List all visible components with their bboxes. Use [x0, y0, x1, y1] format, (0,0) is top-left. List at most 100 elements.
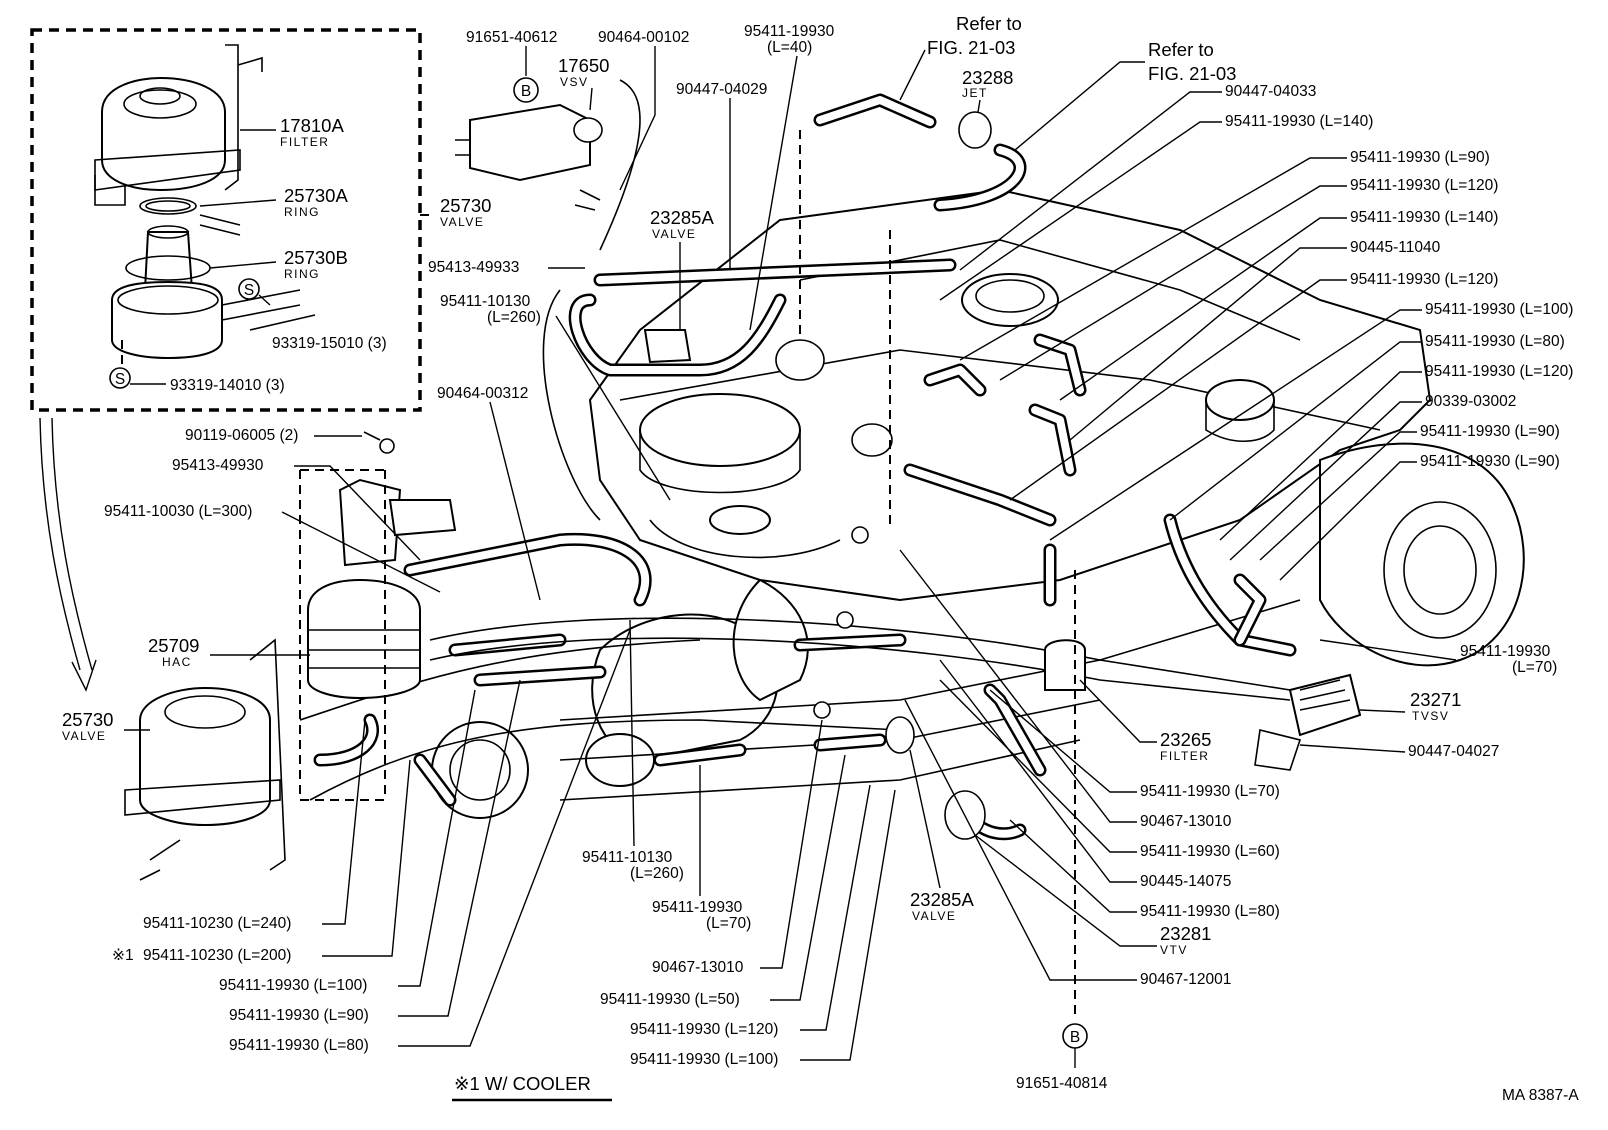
- label-hose70-right-len: (L=70): [1512, 659, 1557, 676]
- label-r3: 95411-19930 (L=120): [1350, 177, 1498, 194]
- label-rl3: 90445-14075: [1140, 873, 1231, 890]
- jet-23288: [958, 111, 992, 149]
- label-r1: 95411-19930 (L=140): [1225, 113, 1373, 130]
- label-90464-00102: 90464-00102: [598, 29, 689, 46]
- label-rl2: 95411-19930 (L=60): [1140, 843, 1280, 860]
- label-23285a-lower: 23285A: [910, 889, 974, 910]
- label-tvsv: TVSV: [1412, 709, 1449, 723]
- label-valve-lower: VALVE: [62, 729, 106, 743]
- label-l40: (L=40): [767, 39, 812, 56]
- b-marker-top: B: [521, 83, 531, 100]
- label-95411-19930-l40: 95411-19930: [744, 23, 835, 40]
- bottom-labels: 95411-10230 (L=240) ※1 95411-10230 (L=20…: [112, 619, 1579, 1104]
- label-95411-10130-b-len: (L=260): [630, 865, 684, 882]
- label-r4: 95411-19930 (L=140): [1350, 209, 1498, 226]
- valve-23285a-upper: [643, 329, 893, 457]
- label-25730b: 25730B: [284, 247, 348, 268]
- b-marker-bottom: B: [1070, 1029, 1080, 1046]
- label-95411-19930-l70: 95411-19930: [652, 899, 743, 916]
- label-valve-23285a-upper: VALVE: [652, 227, 696, 241]
- label-90467-13010-b: 90467-13010: [652, 959, 744, 976]
- label-95411-10030: 95411-10030 (L=300): [104, 503, 252, 520]
- label-90119-06005: 90119-06005 (2): [185, 427, 298, 444]
- label-91651-40612: 91651-40612: [466, 29, 557, 46]
- label-r5: 90445-11040: [1350, 239, 1441, 256]
- label-95411-10130-a: 95411-10130: [440, 293, 531, 310]
- label-filter-23265: FILTER: [1160, 749, 1209, 763]
- label-rl1: 90467-13010: [1140, 813, 1232, 830]
- label-90464-00312: 90464-00312: [437, 385, 528, 402]
- right-labels: 90447-04033 95411-19930 (L=140) 95411-19…: [899, 83, 1573, 1092]
- label-r2: 95411-19930 (L=90): [1350, 149, 1490, 166]
- label-95411-10130-b: 95411-10130: [582, 849, 673, 866]
- engine-body: [431, 188, 1525, 819]
- label-r11: 95411-19930 (L=90): [1420, 423, 1560, 440]
- label-hose70-right: 95411-19930: [1460, 643, 1551, 660]
- label-25709: 25709: [148, 635, 199, 656]
- label-23285a-upper: 23285A: [650, 207, 714, 228]
- label-rl4: 95411-19930 (L=80): [1140, 903, 1280, 920]
- label-90447-04027: 90447-04027: [1408, 743, 1499, 760]
- label-95411-19930-l70-len: (L=70): [706, 915, 751, 932]
- label-r10: 90339-03002: [1425, 393, 1516, 410]
- label-25730-valve: 25730: [440, 195, 491, 216]
- vsv-17650: [455, 103, 603, 211]
- s-marker-1: S: [244, 282, 254, 299]
- label-refer-1a: Refer to: [956, 13, 1022, 34]
- label-93319-14010: 93319-14010 (3): [170, 377, 285, 394]
- label-r8: 95411-19930 (L=80): [1425, 333, 1565, 350]
- label-23281: 23281: [1160, 923, 1211, 944]
- label-bm0: 95411-19930 (L=50): [600, 991, 740, 1008]
- label-star: ※1: [112, 947, 134, 964]
- top-labels: 91651-40612 B 90464-00102 17650 VSV 9541…: [466, 13, 1236, 331]
- label-95413-49933: 95413-49933: [428, 259, 519, 276]
- filter-23265: [1044, 639, 1086, 691]
- vacuum-hoses: [299, 79, 1297, 841]
- label-rl0: 95411-19930 (L=70): [1140, 783, 1280, 800]
- label-bm2: 95411-19930 (L=100): [630, 1051, 778, 1068]
- label-ma-code: MA 8387-A: [1502, 1087, 1579, 1104]
- label-r12: 95411-19930 (L=90): [1420, 453, 1560, 470]
- label-valve-23285a-lower: VALVE: [912, 909, 956, 923]
- label-jet: JET: [962, 86, 988, 100]
- label-25730a: 25730A: [284, 185, 348, 206]
- inset-exploded-view: S S 17810A FILTER 25730A RING 25730B RIN…: [30, 28, 422, 412]
- clips: [363, 431, 869, 719]
- valve-25730-lower: [124, 638, 286, 881]
- label-r6: 95411-19930 (L=120): [1350, 271, 1498, 288]
- label-r9: 95411-19930 (L=120): [1425, 363, 1573, 380]
- label-95411-10130-a-len: (L=260): [487, 309, 541, 326]
- label-refer-2b: FIG. 21-03: [1148, 63, 1236, 84]
- label-17810a: 17810A: [280, 115, 344, 136]
- label-footnote: ※1 W/ COOLER: [454, 1073, 591, 1094]
- inset-arrow: [39, 417, 97, 692]
- label-hac: HAC: [162, 655, 192, 669]
- label-refer-1b: FIG. 21-03: [927, 37, 1015, 58]
- label-refer-2a: Refer to: [1148, 39, 1214, 60]
- left-labels: 95413-49933 95411-10130 (L=260) 90464-00…: [62, 259, 671, 743]
- label-23271: 23271: [1410, 689, 1461, 710]
- label-bl3: 95411-19930 (L=90): [229, 1007, 369, 1024]
- valve-23285a-lower: [885, 716, 915, 754]
- label-valve-upper: VALVE: [440, 215, 484, 229]
- label-bl0: 95411-10230 (L=240): [143, 915, 291, 932]
- label-23288: 23288: [962, 67, 1013, 88]
- label-91651-40814: 91651-40814: [1016, 1075, 1108, 1092]
- label-bl2: 95411-19930 (L=100): [219, 977, 367, 994]
- label-90467-12001: 90467-12001: [1140, 971, 1231, 988]
- label-vtv: VTV: [1160, 943, 1188, 957]
- label-vsv: VSV: [560, 75, 589, 89]
- label-23265: 23265: [1160, 729, 1211, 750]
- label-17650: 17650: [558, 55, 609, 76]
- label-95413-49930: 95413-49930: [172, 457, 264, 474]
- label-r0: 90447-04033: [1225, 83, 1316, 100]
- label-bm1: 95411-19930 (L=120): [630, 1021, 778, 1038]
- label-bl1: 95411-10230 (L=200): [143, 947, 291, 964]
- label-filter: FILTER: [280, 135, 329, 149]
- label-93319-15010: 93319-15010 (3): [272, 335, 387, 352]
- label-ring-a: RING: [284, 205, 320, 219]
- label-25730-lower: 25730: [62, 709, 113, 730]
- label-90447-04029: 90447-04029: [676, 81, 767, 98]
- label-bl4: 95411-19930 (L=80): [229, 1037, 369, 1054]
